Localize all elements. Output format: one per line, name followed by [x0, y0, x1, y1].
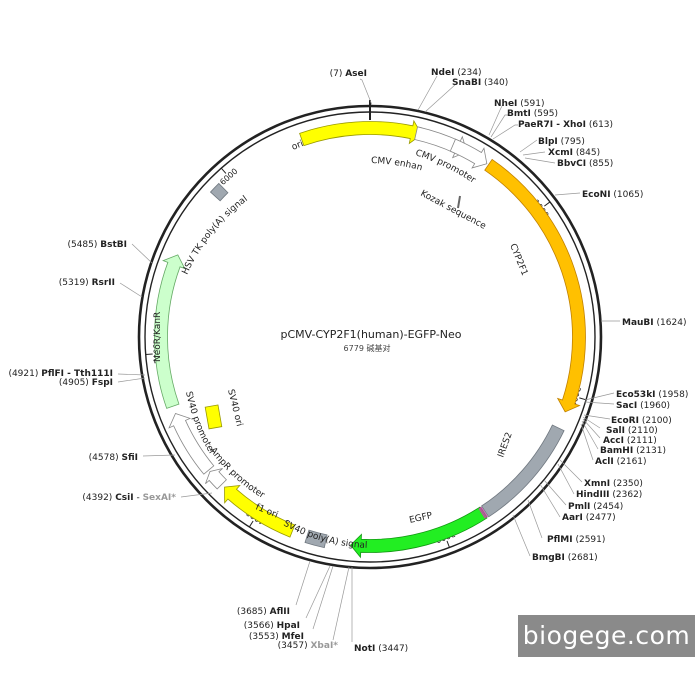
backbone-ring [137, 100, 603, 570]
label-kozak: Kozak sequence [419, 189, 488, 232]
site-fspi: (4905) FspI [59, 378, 113, 388]
site-hpai: (3566) HpaI [244, 621, 300, 631]
label-ires2: IRES2 [496, 431, 514, 459]
feature-group [154, 119, 586, 559]
site-pflmi: PflMI (2591) [547, 535, 605, 545]
site-acci: AccI (2111) [603, 436, 657, 446]
site-pflfi-tth111i: (4921) PflFI - Tth111I [8, 369, 113, 379]
egfp-junction-mark [478, 506, 488, 519]
feature-f1-ori [224, 485, 296, 538]
site-aari: AarI (2477) [562, 513, 616, 523]
site-lead-lines [117, 75, 620, 642]
site-noti: NotI (3447) [354, 644, 408, 654]
site-bmgbi: BmgBI (2681) [532, 553, 598, 563]
label-hsv-tk-polya: HSV TK poly(A) signal [181, 194, 250, 276]
watermark-logo: biogege.com [518, 615, 695, 657]
site-rsrii: (5319) RsrII [59, 278, 115, 288]
feature-ires2 [481, 424, 565, 518]
site-xmni: XmnI (2350) [584, 479, 643, 489]
site-xbai: (3457) XbaI* [278, 641, 339, 651]
site-bamhi: BamHI (2131) [600, 446, 666, 456]
tick-5000 [145, 353, 153, 356]
feature-ampr-promoter [205, 468, 227, 490]
site-ndei: NdeI (234) [431, 68, 482, 78]
label-sv40-ori: SV40 ori [225, 388, 244, 427]
site-saci: SacI (1960) [616, 401, 670, 411]
site-acli: AclI (2161) [595, 457, 647, 467]
site-econi: EcoNI (1065) [582, 190, 643, 200]
tick-label-6000: 6000 [218, 167, 239, 187]
site-maubi: MauBI (1624) [622, 318, 686, 328]
label-ori: ori [290, 139, 305, 153]
tick-2000 [579, 397, 587, 401]
feature-egfp [350, 506, 488, 559]
site-csii-sexai: (4392) CsiI - SexAI* [82, 493, 176, 503]
label-neor-kanr: NeoR/KanR [153, 312, 163, 362]
label-cmv-enhancer: CMV enhancer [0, 0, 423, 173]
site-xcmi: XcmI (845) [548, 148, 600, 158]
label-egfp: EGFP [408, 511, 433, 526]
feature-cmv-promoter [449, 138, 488, 169]
site-sali: SalI (2110) [606, 426, 658, 436]
site-hindiii: HindIII (2362) [576, 490, 642, 500]
plasmid-name: pCMV-CYP2F1(human)-EGFP-Neo [281, 328, 462, 341]
feature-sv40-promoter [168, 412, 215, 475]
site-nhei: NheI (591) [494, 99, 544, 109]
feature-hsv-tk-polya [209, 182, 229, 202]
feature-cyp2f1 [484, 158, 586, 413]
site-paer7i-xhoi: PaeR7I - XhoI (613) [518, 120, 613, 130]
site-bmti: BmtI (595) [507, 109, 558, 119]
site-bbvci: BbvCI (855) [557, 159, 613, 169]
site-blpi: BlpI (795) [538, 137, 585, 147]
site-ecori: EcoRI (2100) [611, 416, 672, 426]
site-pmli: PmlI (2454) [568, 502, 623, 512]
plasmid-size: 6779 碱基对 [344, 343, 391, 353]
site-eco53ki: Eco53kI (1958) [616, 390, 688, 400]
site-bstbi: (5485) BstBI [67, 240, 127, 250]
site-snabi: SnaBI (340) [452, 78, 508, 88]
feature-ori [299, 119, 423, 147]
site-aflii: (3685) AflII [237, 607, 290, 617]
tick-1000 [544, 201, 551, 207]
tick-4000 [248, 520, 254, 528]
sv40-ori-block [204, 404, 223, 430]
tick-3000 [446, 540, 450, 548]
site-mfei: (3553) MfeI [249, 632, 304, 642]
feature-neor-kanr [154, 254, 186, 409]
site-sfii: (4578) SfiI [89, 453, 138, 463]
feature-sv40-polya [304, 529, 328, 549]
site-asei: (7) AseI [330, 69, 367, 79]
label-cyp2f1: CYP2F1 [507, 242, 529, 277]
site-labels: (7) AseI NdeI (234) SnaBI (340) NheI (59… [8, 68, 688, 654]
kozak-mark [457, 195, 461, 209]
tick-6000 [220, 167, 227, 174]
